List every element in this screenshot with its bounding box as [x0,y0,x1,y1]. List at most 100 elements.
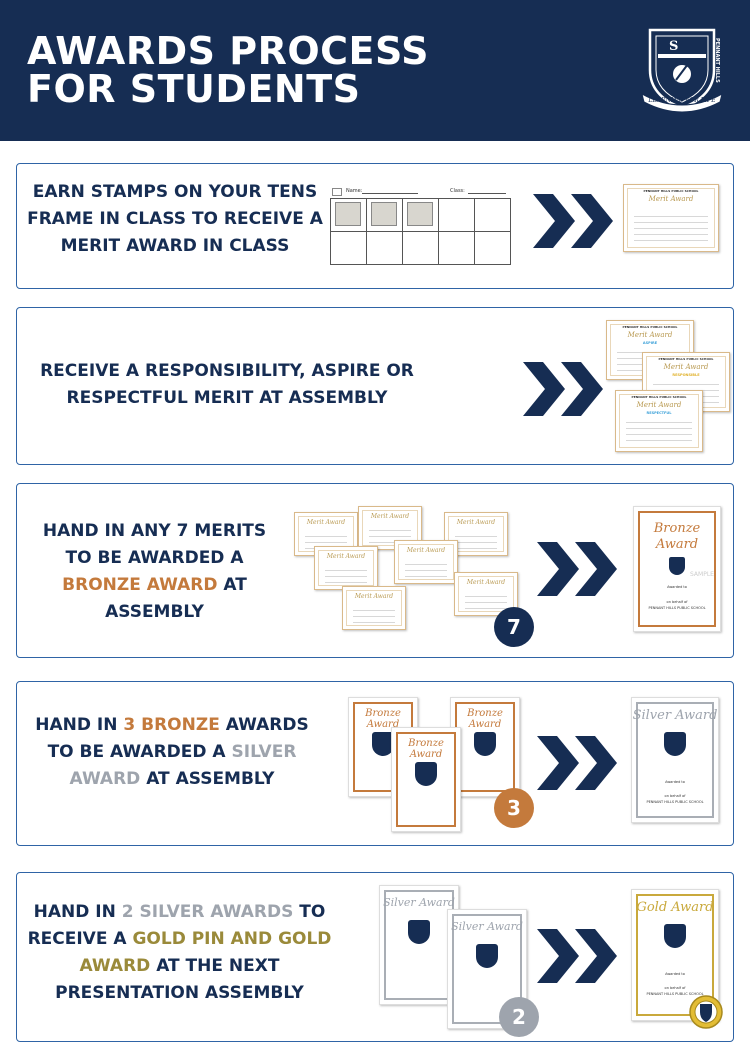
stamp-icon [335,202,361,226]
step-2-line-1: RECEIVE A RESPONSIBILITY, ASPIRE OR [40,361,414,381]
step-1-line-2: FRAME IN CLASS TO RECEIVE A [27,209,323,229]
certificate-on-behalf: on behalf of [666,600,688,604]
two-silver-highlight: 2 SILVER AWARDS [121,902,294,922]
tens-frame-cell [474,231,511,265]
certificate-title: Merit Award [354,593,394,600]
chevron-right-icon [537,929,617,983]
step-3-line-3-rest: AT [217,575,247,595]
chevron-right-icon [537,542,617,596]
step-4-line-1-pre: HAND IN [35,715,124,735]
tens-frame-cell [474,198,511,232]
certificate-title: Bronze Award [467,708,503,730]
certificate-value: RESPONSIBLE [672,373,700,377]
page-title: AWARDS PROCESS FOR STUDENTS [27,32,429,108]
step-3-text: HAND IN ANY 7 MERITS TO BE AWARDED A BRO… [27,518,282,626]
certificate-title: Merit Award [326,553,366,560]
silver-highlight: SILVER [231,742,297,762]
step-5-line-2: RECEIVE A GOLD PIN AND GOLD [27,926,332,953]
step-5-text: HAND IN 2 SILVER AWARDS TO RECEIVE A GOL… [27,899,332,1007]
tens-frame-name-line [362,193,418,194]
bronze-input-certificate: Bronze Award [391,727,461,832]
certificate-school: PENNANT HILLS PUBLIC SCHOOL [658,357,714,361]
certificate-value: RESPECTFUL [646,411,672,415]
tens-frame-name-label: Name: [346,188,363,194]
certificate-school: PENNANT HILLS PUBLIC SCHOOL [646,800,704,804]
chevron-right-icon [533,194,613,248]
step-5-line-4: PRESENTATION ASSEMBLY [55,983,304,1003]
merit-certificate-thumbnail: Merit Award [314,546,378,590]
certificate-school: PENNANT HILLS PUBLIC SCHOOL [646,992,704,996]
silver-count-badge: 2 [499,997,539,1037]
certificate-awarded-to: Awarded to [665,972,685,976]
certificate-school: PENNANT HILLS PUBLIC SCHOOL [622,325,678,329]
certificate-title: Silver Award [632,708,718,723]
tens-frame-cell [330,231,367,265]
step-card-3: HAND IN ANY 7 MERITS TO BE AWARDED A BRO… [16,483,734,658]
certificate-title: Silver Award [451,920,523,933]
silver-award-certificate: Silver Award Awarded to on behalf of PEN… [631,697,719,823]
award-gold-highlight: AWARD [79,956,151,976]
step-4-line-1-post: AWARDS [219,715,309,735]
tens-frame-cell [438,198,475,232]
tens-frame-logo-icon [332,188,342,196]
three-bronze-highlight: 3 BRONZE [123,715,220,735]
title-line-1: AWARDS PROCESS [27,29,430,73]
certificate-title: Bronze Award [408,738,444,760]
tens-frame-grid [330,198,511,265]
certificate-title: Merit Award [306,519,346,526]
merit-count-badge: 7 [494,607,534,647]
step-2-line-2: RESPECTFUL MERIT AT ASSEMBLY [66,388,388,408]
step-card-1: EARN STAMPS ON YOUR TENS FRAME IN CLASS … [16,163,734,289]
certificate-awarded-to: Awarded to [667,585,687,589]
crest-motto: LEARNING FOR LIFE [648,97,716,104]
step-card-5: HAND IN 2 SILVER AWARDS TO RECEIVE A GOL… [16,872,734,1042]
certificate-title: Bronze Award [653,521,701,552]
step-card-4: HAND IN 3 BRONZE AWARDS TO BE AWARDED A … [16,681,734,846]
certificate-on-behalf: on behalf of [664,986,686,990]
step-4-line-1: HAND IN 3 BRONZE AWARDS [27,712,317,739]
step-4-line-3: AWARD AT ASSEMBLY [27,766,317,793]
tens-frame-class-line [468,193,506,194]
step-3-line-1: HAND IN ANY 7 MERITS [42,521,267,541]
tens-frame-cell [402,231,439,265]
certificate-title: Merit Award [636,401,682,409]
certificate-title: Merit Award [466,579,506,586]
step-card-2: RECEIVE A RESPONSIBILITY, ASPIRE OR RESP… [16,307,734,465]
step-4-line-2: TO BE AWARDED A SILVER [27,739,317,766]
step-5-line-3: AWARD AT THE NEXT [27,953,332,980]
step-5-line-1-post: TO [293,902,326,922]
certificate-watermark: SAMPLE [690,571,714,578]
certificate-title: Gold Award [636,900,714,915]
certificate-awarded-to: Awarded to [665,780,685,784]
header-banner: AWARDS PROCESS FOR STUDENTS S PENNANT HI… [0,0,750,141]
respectful-merit-certificate: PENNANT HILLS PUBLIC SCHOOL Merit Award … [615,390,703,452]
certificate-title: Merit Award [663,363,709,371]
step-5-line-3-post: AT THE NEXT [150,956,280,976]
step-2-text: RECEIVE A RESPONSIBILITY, ASPIRE OR RESP… [27,358,427,412]
step-5-line-2-pre: RECEIVE A [27,929,133,949]
stamp-icon [407,202,433,226]
gold-pin-highlight: GOLD PIN AND GOLD [132,929,332,949]
merit-certificate-thumbnail: Merit Award [342,586,406,630]
certificate-school: PENNANT HILLS PUBLIC SCHOOL [631,395,687,399]
certificate-title: Silver Award [383,896,455,909]
silver-input-certificate: Silver Award [379,885,459,1005]
step-3-line-2: TO BE AWARDED A [65,548,244,568]
title-line-2: FOR STUDENTS [27,67,361,111]
step-4-text: HAND IN 3 BRONZE AWARDS TO BE AWARDED A … [27,712,317,793]
tens-frame-class-label: Class: [450,188,465,194]
step-4-line-3-post: AT ASSEMBLY [140,769,275,789]
crest-label: PENNANT HILLS [714,38,720,83]
school-crest-logo: S PENNANT HILLS LEARNING FOR LIFE [636,24,728,114]
step-1-text: EARN STAMPS ON YOUR TENS FRAME IN CLASS … [25,179,325,260]
certificate-title: Merit Award [370,513,410,520]
step-5-line-1-pre: HAND IN [33,902,122,922]
bronze-count-badge: 3 [494,788,534,828]
certificate-title: Merit Award [627,331,673,339]
step-1-line-1: EARN STAMPS ON YOUR TENS [32,182,318,202]
merit-certificate-thumbnail: Merit Award [394,540,458,584]
chevron-right-icon [537,736,617,790]
svg-text:S: S [669,39,678,54]
certificate-title: Merit Award [406,547,446,554]
